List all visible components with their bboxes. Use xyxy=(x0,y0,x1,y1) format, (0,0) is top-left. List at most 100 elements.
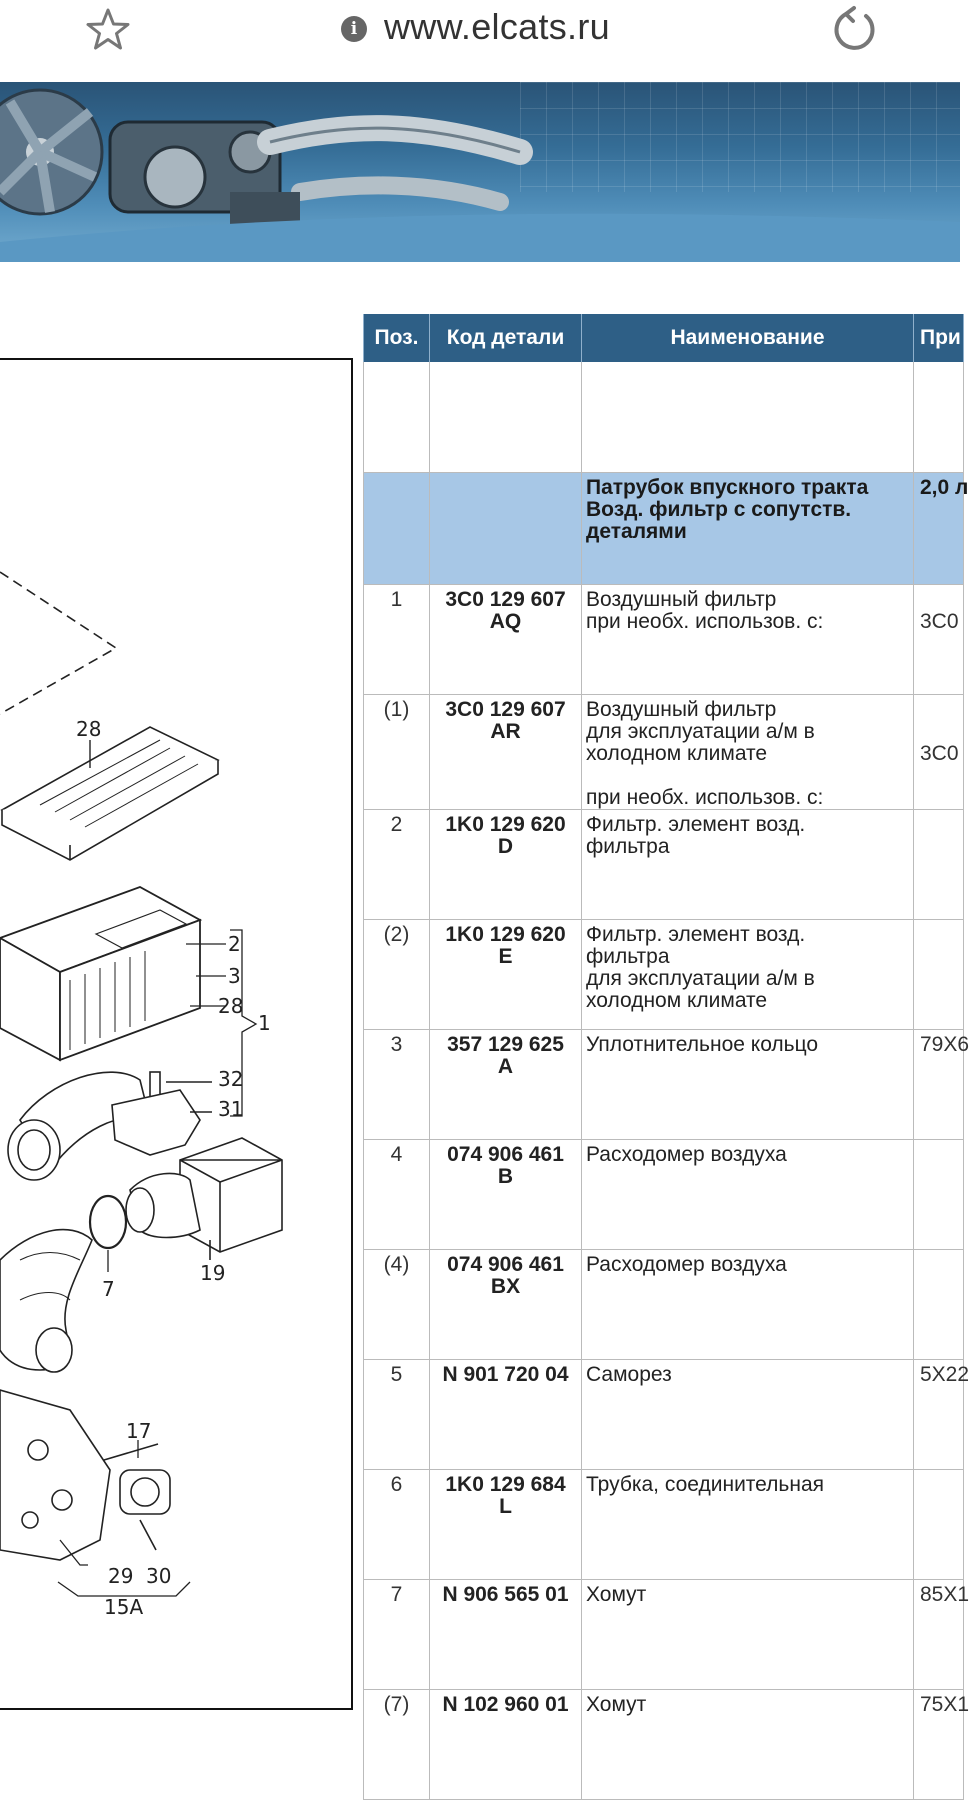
cell-note: 5X22 xyxy=(913,1359,969,1470)
part-number[interactable]: N 901 720 04 xyxy=(442,1362,569,1386)
cell-code[interactable]: 357 129 625 A xyxy=(429,1029,582,1140)
cell-name: Фильтр. элемент возд. фильтра для эксплу… xyxy=(581,919,914,1030)
cell-note: 85X1 xyxy=(913,1579,969,1690)
name-line: Фильтр. элемент возд. xyxy=(586,922,806,946)
cell-code[interactable]: 1K0 129 620 E xyxy=(429,919,582,1030)
cell-name: Хомут xyxy=(581,1579,914,1690)
table-row[interactable]: 7 N 906 565 01 Хомут 85X1 xyxy=(363,1579,969,1690)
table-row[interactable]: 4 074 906 461 B Расходомер воздуха xyxy=(363,1139,964,1250)
cell xyxy=(429,362,582,473)
header-pos[interactable]: Поз. xyxy=(363,314,430,362)
cell xyxy=(913,362,964,473)
cell-code[interactable]: 3C0 129 607 AQ xyxy=(429,584,582,695)
cell-code xyxy=(429,472,582,585)
part-number[interactable]: 3C0 129 607 xyxy=(445,697,566,721)
cell-name: Саморез xyxy=(581,1359,914,1470)
name-line: фильтра xyxy=(586,944,670,968)
url-text[interactable]: www.elcats.ru xyxy=(384,6,610,47)
cell-name: Хомут xyxy=(581,1689,914,1800)
table-row-blank xyxy=(363,362,964,473)
table-row[interactable]: 2 1K0 129 620 D Фильтр. элемент возд. фи… xyxy=(363,809,964,920)
browser-address-bar: i www.elcats.ru xyxy=(0,0,960,82)
name-line: для эксплуатации а/м в xyxy=(586,966,815,990)
cell-pos: 7 xyxy=(363,1579,430,1690)
part-number[interactable]: 3C0 129 607 xyxy=(445,587,566,611)
cell-code[interactable]: 3C0 129 607 AR xyxy=(429,694,582,810)
header-name[interactable]: Наименование xyxy=(581,314,914,362)
cell-note xyxy=(913,1469,964,1580)
part-number[interactable]: 1K0 129 620 xyxy=(445,922,566,946)
cell-note: 3C0 xyxy=(913,584,964,695)
table-row[interactable]: (7) N 102 960 01 Хомут 75X1 xyxy=(363,1689,969,1800)
table-row[interactable]: 3 357 129 625 A Уплотнительное кольцо 79… xyxy=(363,1029,969,1140)
name-line: Воздушный фильтр xyxy=(586,697,777,721)
part-number[interactable]: 074 906 461 xyxy=(447,1142,564,1166)
cell-note: 2,0 л xyxy=(913,472,968,585)
cell xyxy=(363,362,430,473)
cell-name: Воздушный фильтр для эксплуатации а/м в … xyxy=(581,694,914,810)
part-suffix[interactable]: AQ xyxy=(489,609,522,633)
header-note[interactable]: При xyxy=(913,314,964,362)
part-number[interactable]: 1K0 129 620 xyxy=(445,812,566,836)
part-number[interactable]: 1K0 129 684 xyxy=(445,1472,566,1496)
reload-icon[interactable] xyxy=(826,2,882,58)
name-line: Уплотнительное кольцо xyxy=(586,1032,819,1056)
cell-name: Фильтр. элемент возд. фильтра xyxy=(581,809,914,920)
svg-text:19: 19 xyxy=(200,1261,225,1285)
name-line: Трубка, соединительная xyxy=(586,1472,825,1496)
cell-name: Трубка, соединительная xyxy=(581,1469,914,1580)
cell-pos: 2 xyxy=(363,809,430,920)
part-number[interactable]: N 102 960 01 xyxy=(442,1692,569,1716)
group-name-line: Возд. фильтр с сопутств. xyxy=(586,497,852,521)
note-text: 3C0 xyxy=(920,609,959,633)
star-icon[interactable] xyxy=(84,6,132,54)
cell-pos: (7) xyxy=(363,1689,430,1800)
part-suffix[interactable]: BX xyxy=(490,1274,521,1298)
part-suffix[interactable]: A xyxy=(497,1054,514,1078)
part-number[interactable]: 357 129 625 xyxy=(447,1032,564,1056)
cell-code[interactable]: 074 906 461 BX xyxy=(429,1249,582,1360)
cell-pos: (1) xyxy=(363,694,430,810)
name-line: для эксплуатации а/м в xyxy=(586,719,815,743)
svg-text:28: 28 xyxy=(76,717,101,741)
cell-code[interactable]: N 102 960 01 xyxy=(429,1689,582,1800)
cell-code[interactable]: N 901 720 04 xyxy=(429,1359,582,1470)
part-number[interactable]: N 906 565 01 xyxy=(442,1582,569,1606)
part-suffix[interactable]: L xyxy=(499,1494,512,1518)
cell-name: Расходомер воздуха xyxy=(581,1139,914,1250)
cell-pos xyxy=(363,472,430,585)
svg-text:2: 2 xyxy=(228,932,241,956)
table-row[interactable]: 6 1K0 129 684 L Трубка, соединительная xyxy=(363,1469,964,1580)
part-suffix[interactable]: E xyxy=(498,944,513,968)
part-suffix[interactable]: AR xyxy=(490,719,521,743)
cell-code[interactable]: 074 906 461 B xyxy=(429,1139,582,1250)
name-line: при необх. использов. с: xyxy=(586,785,824,809)
svg-text:32: 32 xyxy=(218,1067,243,1091)
table-row[interactable]: (1) 3C0 129 607 AR Воздушный фильтр для … xyxy=(363,694,964,810)
table-row[interactable]: (2) 1K0 129 620 E Фильтр. элемент возд. … xyxy=(363,919,964,1030)
table-row[interactable]: 1 3C0 129 607 AQ Воздушный фильтр при не… xyxy=(363,584,964,695)
name-line: Расходомер воздуха xyxy=(586,1252,787,1276)
cell-pos: 5 xyxy=(363,1359,430,1470)
info-icon[interactable]: i xyxy=(341,16,367,42)
cell-pos: 4 xyxy=(363,1139,430,1250)
name-line: холодном климате xyxy=(586,741,768,765)
table-row[interactable]: (4) 074 906 461 BX Расходомер воздуха xyxy=(363,1249,964,1360)
header-code[interactable]: Код детали xyxy=(429,314,582,362)
part-number[interactable]: 074 906 461 xyxy=(447,1252,564,1276)
cell-note: 3C0 xyxy=(913,694,964,810)
cell-code[interactable]: N 906 565 01 xyxy=(429,1579,582,1690)
table-row[interactable]: 5 N 901 720 04 Саморез 5X22 xyxy=(363,1359,969,1470)
banner-grid xyxy=(520,82,960,192)
cell-name: Патрубок впускного тракта Возд. фильтр с… xyxy=(581,472,914,585)
cell-code[interactable]: 1K0 129 620 D xyxy=(429,809,582,920)
cell-note xyxy=(913,919,964,1030)
svg-text:15A: 15A xyxy=(104,1595,143,1619)
part-suffix[interactable]: B xyxy=(497,1164,514,1188)
part-suffix[interactable]: D xyxy=(497,834,514,858)
cell xyxy=(581,362,914,473)
cell-code[interactable]: 1K0 129 684 L xyxy=(429,1469,582,1580)
banner-wave xyxy=(0,213,960,262)
